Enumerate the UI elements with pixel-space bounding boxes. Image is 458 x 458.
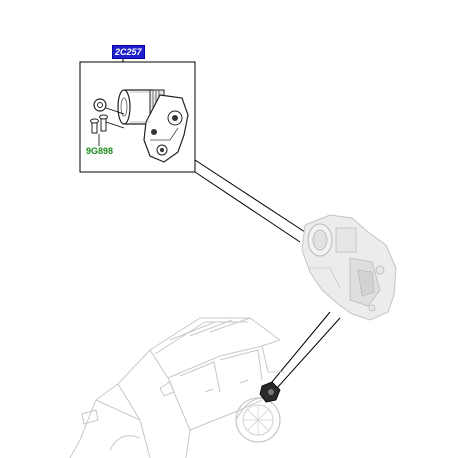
part-callout-motor[interactable]: 2C257 <box>112 45 145 59</box>
washer-leader <box>105 107 125 115</box>
bolt-leader <box>105 121 125 129</box>
rear-wheel-icon <box>235 397 281 443</box>
suv-vehicle-icon <box>69 317 284 458</box>
bolt-icon <box>90 114 108 134</box>
part-callout-bolt[interactable]: 9G898 <box>86 146 114 156</box>
washer-icon <box>93 98 107 112</box>
connector-lines-vehicle <box>271 311 341 389</box>
caliper-location-marker <box>259 381 281 403</box>
brake-motor-icon <box>117 89 189 163</box>
brake-caliper-icon <box>301 214 397 321</box>
connector-lines <box>194 159 306 243</box>
